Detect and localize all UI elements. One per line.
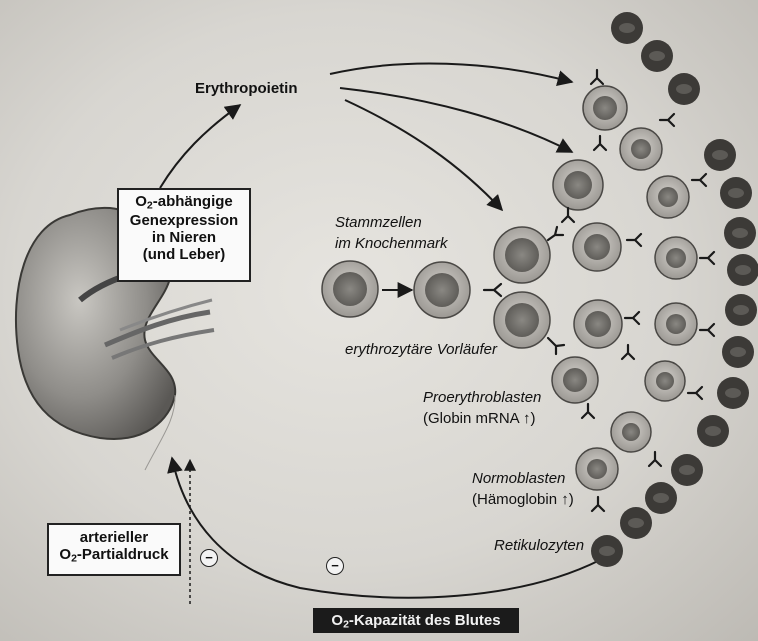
cell-icon <box>620 128 662 170</box>
cell-icon <box>414 262 470 318</box>
cells-group <box>322 86 697 490</box>
epo-label: Erythropoietin <box>195 80 298 97</box>
epo-receptor-icon <box>660 114 674 126</box>
gene-expression-box: O2-abhängige Genexpression in Nieren (un… <box>117 188 251 282</box>
cell-icon <box>573 223 621 271</box>
erythrocyte-icon <box>591 535 623 567</box>
gene-box-line4: (und Leber) <box>119 246 249 263</box>
erythrocyte-icon <box>725 294 757 326</box>
cell-icon <box>574 300 622 348</box>
inhibition-symbol-capacity: − <box>326 557 344 575</box>
epo-receptor-icon <box>484 284 501 296</box>
erythrocyte-icon <box>668 73 700 105</box>
erythrocyte-icon <box>727 254 758 286</box>
normoblast-label: Normoblasten (Hämoglobin ↑) <box>472 468 574 510</box>
cell-icon <box>576 448 618 490</box>
erythrocyte-icon <box>620 507 652 539</box>
erythrocyte-icon <box>645 482 677 514</box>
inhibition-symbol-pressure: − <box>200 549 218 567</box>
arrow-epo-to-top-cells <box>330 64 572 82</box>
epo-receptor-icon <box>625 312 639 324</box>
erythrocyte-icon <box>671 454 703 486</box>
arrow-epo-to-upper-cells <box>340 88 572 152</box>
stem-cells-label: Stammzellen im Knochenmark <box>335 212 448 254</box>
epo-receptor-icon <box>700 324 714 336</box>
erythrocyte-icon <box>704 139 736 171</box>
cell-icon <box>494 292 550 348</box>
o2-capacity-label: O2-Kapazität des Blutes <box>313 608 519 633</box>
proerythroblast-label: Proerythroblasten (Globin mRNA ↑) <box>423 387 541 429</box>
epo-receptor-icon <box>594 136 606 150</box>
erythrocyte-icon <box>722 336 754 368</box>
partial-pressure-box: arterieller O2-Partialdruck <box>47 523 181 576</box>
arrow-epo-to-progenitor <box>345 100 502 210</box>
epo-receptors <box>484 70 714 511</box>
erythrocyte-icon <box>724 217 756 249</box>
erythrocyte-icon <box>697 415 729 447</box>
epo-receptor-icon <box>622 345 634 359</box>
cell-icon <box>655 303 697 345</box>
epo-receptor-icon <box>582 404 594 418</box>
erythrocyte-icon <box>641 40 673 72</box>
cell-icon <box>583 86 627 130</box>
cell-icon <box>647 176 689 218</box>
cell-icon <box>322 261 378 317</box>
progenitor-label: erythrozytäre Vorläufer <box>345 341 497 358</box>
cell-icon <box>655 237 697 279</box>
cell-icon <box>611 412 651 452</box>
epo-receptor-icon <box>627 234 641 246</box>
epo-receptor-icon <box>688 387 702 399</box>
epo-receptor-icon <box>692 174 706 186</box>
gene-box-line1: O2-abhängige <box>119 193 249 212</box>
erythrocyte-icon <box>720 177 752 209</box>
cell-icon <box>553 160 603 210</box>
epo-receptor-icon <box>592 497 604 511</box>
erythrocyte-icon <box>611 12 643 44</box>
epo-receptor-icon <box>548 338 564 354</box>
cell-icon <box>645 361 685 401</box>
cell-icon <box>494 227 550 283</box>
epo-receptor-icon <box>548 227 563 240</box>
epo-receptor-icon <box>649 452 661 466</box>
erythrocyte-icon <box>717 377 749 409</box>
arrow-kidney-to-epo <box>160 105 240 188</box>
gene-box-line3: in Nieren <box>119 229 249 246</box>
cell-icon <box>552 357 598 403</box>
epo-receptor-icon <box>700 252 714 264</box>
epo-receptor-icon <box>591 70 603 84</box>
reticulocyte-label: Retikulozyten <box>494 537 584 554</box>
epo-receptor-icon <box>562 208 574 222</box>
gene-box-line2: Genexpression <box>119 212 249 229</box>
